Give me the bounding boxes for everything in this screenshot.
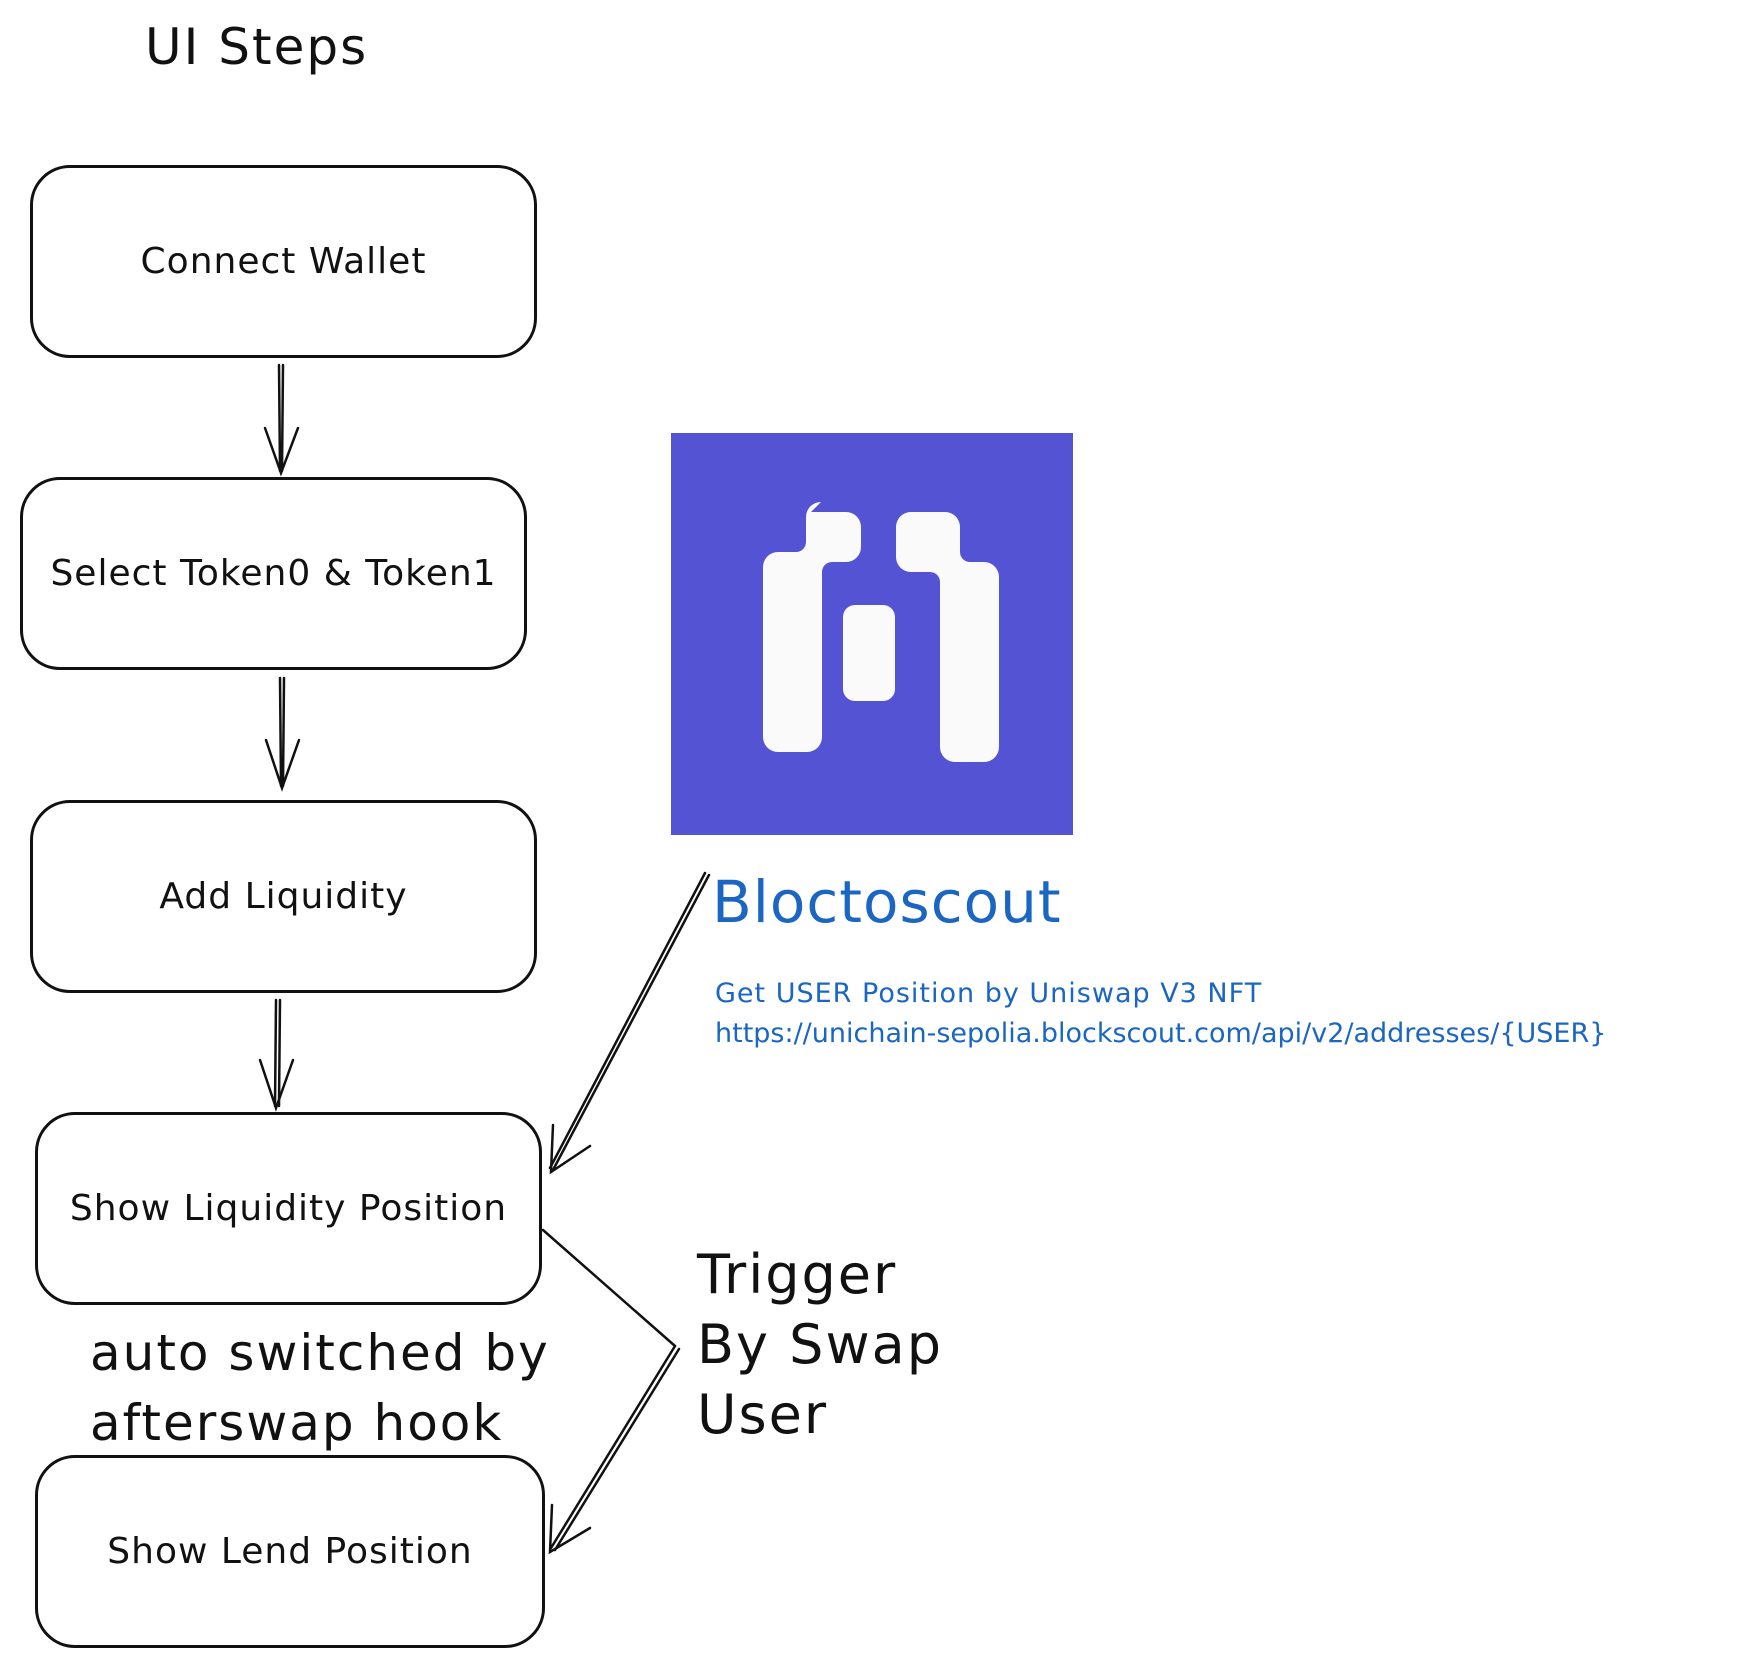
- trigger-note: Trigger By Swap User: [697, 1240, 943, 1450]
- blockscout-logo: [671, 433, 1073, 835]
- api-description: Get USER Position by Uniswap V3 NFT: [715, 978, 1263, 1009]
- api-url-link[interactable]: https://unichain-sepolia.blockscout.com/…: [715, 1018, 1607, 1049]
- step-label: Show Lend Position: [107, 1531, 473, 1572]
- diagram-title: UI Steps: [145, 18, 369, 76]
- blockscout-name: Bloctoscout: [712, 868, 1062, 936]
- step-label: Add Liquidity: [159, 876, 408, 917]
- arrow-blockscout-to-show-liquidity: [548, 871, 711, 1175]
- step-show-liquidity-position: Show Liquidity Position: [35, 1112, 542, 1305]
- auto-switch-line: afterswap hook: [90, 1394, 504, 1452]
- trigger-line: By Swap: [697, 1313, 943, 1376]
- arrow-add-to-show-liquidity: [258, 998, 295, 1112]
- arrow-trigger-to-show-lend: [541, 1228, 681, 1555]
- arrow-select-to-add: [264, 676, 301, 792]
- auto-switch-line: auto switched by: [90, 1324, 550, 1382]
- step-label: Select Token0 & Token1: [50, 553, 497, 594]
- step-select-tokens: Select Token0 & Token1: [20, 477, 527, 670]
- step-label: Show Liquidity Position: [69, 1188, 508, 1229]
- step-show-lend-position: Show Lend Position: [35, 1455, 545, 1648]
- step-label: Connect Wallet: [140, 241, 427, 282]
- step-add-liquidity: Add Liquidity: [30, 800, 537, 993]
- blockscout-logo-mark: [763, 502, 999, 762]
- arrow-connect-to-select: [263, 363, 300, 477]
- step-connect-wallet: Connect Wallet: [30, 165, 537, 358]
- trigger-line: User: [697, 1383, 829, 1446]
- auto-switch-note: auto switched by afterswap hook: [90, 1318, 550, 1458]
- trigger-line: Trigger: [697, 1243, 898, 1306]
